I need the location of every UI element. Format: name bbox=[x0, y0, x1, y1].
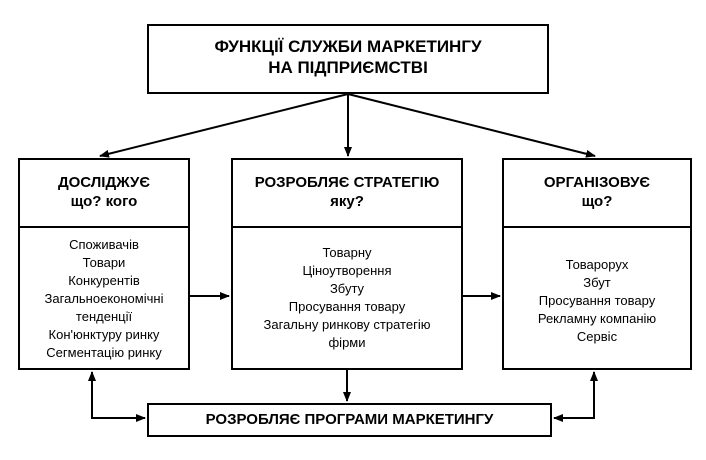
top-box bbox=[147, 24, 549, 94]
strategy-item: Просування товару bbox=[288, 299, 406, 314]
program-title: РОЗРОБЛЯЄ ПРОГРАМИ МАРКЕТИНГУ bbox=[147, 411, 552, 430]
strategy-item: Товарну bbox=[322, 245, 372, 260]
organize-box bbox=[502, 158, 692, 370]
strategy-divider bbox=[231, 226, 463, 228]
organize-item: Товарорух bbox=[565, 257, 629, 272]
strategy-title: РОЗРОБЛЯЄ СТРАТЕГІЮ яку? bbox=[231, 174, 463, 212]
arrow-top-to-organize bbox=[347, 93, 596, 158]
organize-item: Збут bbox=[583, 275, 611, 290]
program-box bbox=[147, 403, 552, 437]
top-title-line1: ФУНКЦІЇ СЛУЖБИ МАРКЕТИНГУ bbox=[214, 37, 482, 56]
organize-title-line1: ОРГАНІЗОВУЄ bbox=[543, 174, 651, 191]
organize-title-line2: що? bbox=[581, 192, 613, 210]
program-title-line: РОЗРОБЛЯЄ ПРОГРАМИ МАРКЕТИНГУ bbox=[205, 411, 494, 428]
strategy-title-line1: РОЗРОБЛЯЄ СТРАТЕГІЮ bbox=[254, 174, 440, 191]
top-title-line2: НА ПІДПРИЄМСТВІ bbox=[268, 58, 428, 78]
strategy-item: Загальну ринкову стратегію bbox=[263, 317, 431, 332]
arrow-research-program bbox=[88, 371, 146, 422]
research-title-line2: що? кого bbox=[70, 192, 138, 210]
strategy-title-line2: яку? bbox=[330, 192, 364, 210]
arrow-top-to-research bbox=[99, 93, 349, 158]
organize-items: Товарорух Збут Просування товару Рекламн… bbox=[502, 256, 692, 346]
strategy-box bbox=[231, 158, 463, 370]
arrow-organize-program bbox=[553, 371, 598, 422]
research-item: Загальноекономічні bbox=[44, 291, 164, 306]
strategy-item: Ціноутворення bbox=[302, 263, 392, 278]
research-box bbox=[18, 158, 190, 370]
research-item: тенденції bbox=[75, 309, 133, 324]
strategy-items: Товарну Ціноутворення Збуту Просування т… bbox=[231, 244, 463, 352]
research-item: Конкурентів bbox=[68, 273, 140, 288]
organize-title: ОРГАНІЗОВУЄ що? bbox=[502, 174, 692, 212]
research-item: Споживачів bbox=[69, 237, 139, 252]
organize-item: Рекламну компанію bbox=[537, 311, 657, 326]
organize-item: Просування товару bbox=[538, 293, 656, 308]
research-items: Споживачів Товари Конкурентів Загальноек… bbox=[18, 236, 190, 362]
research-divider bbox=[18, 226, 190, 228]
research-title-line1: ДОСЛІДЖУЄ bbox=[57, 174, 151, 191]
research-title: ДОСЛІДЖУЄ що? кого bbox=[18, 174, 190, 212]
organize-item: Сервіс bbox=[576, 329, 618, 344]
research-item: Кон'юнктуру ринку bbox=[48, 327, 160, 342]
research-item: Сегментацію ринку bbox=[46, 345, 162, 360]
research-item: Товари bbox=[82, 255, 126, 270]
strategy-item: Збуту bbox=[329, 281, 365, 296]
top-title: ФУНКЦІЇ СЛУЖБИ МАРКЕТИНГУ НА ПІДПРИЄМСТВ… bbox=[147, 36, 549, 79]
organize-divider bbox=[502, 226, 692, 228]
strategy-item: фірми bbox=[328, 335, 366, 350]
